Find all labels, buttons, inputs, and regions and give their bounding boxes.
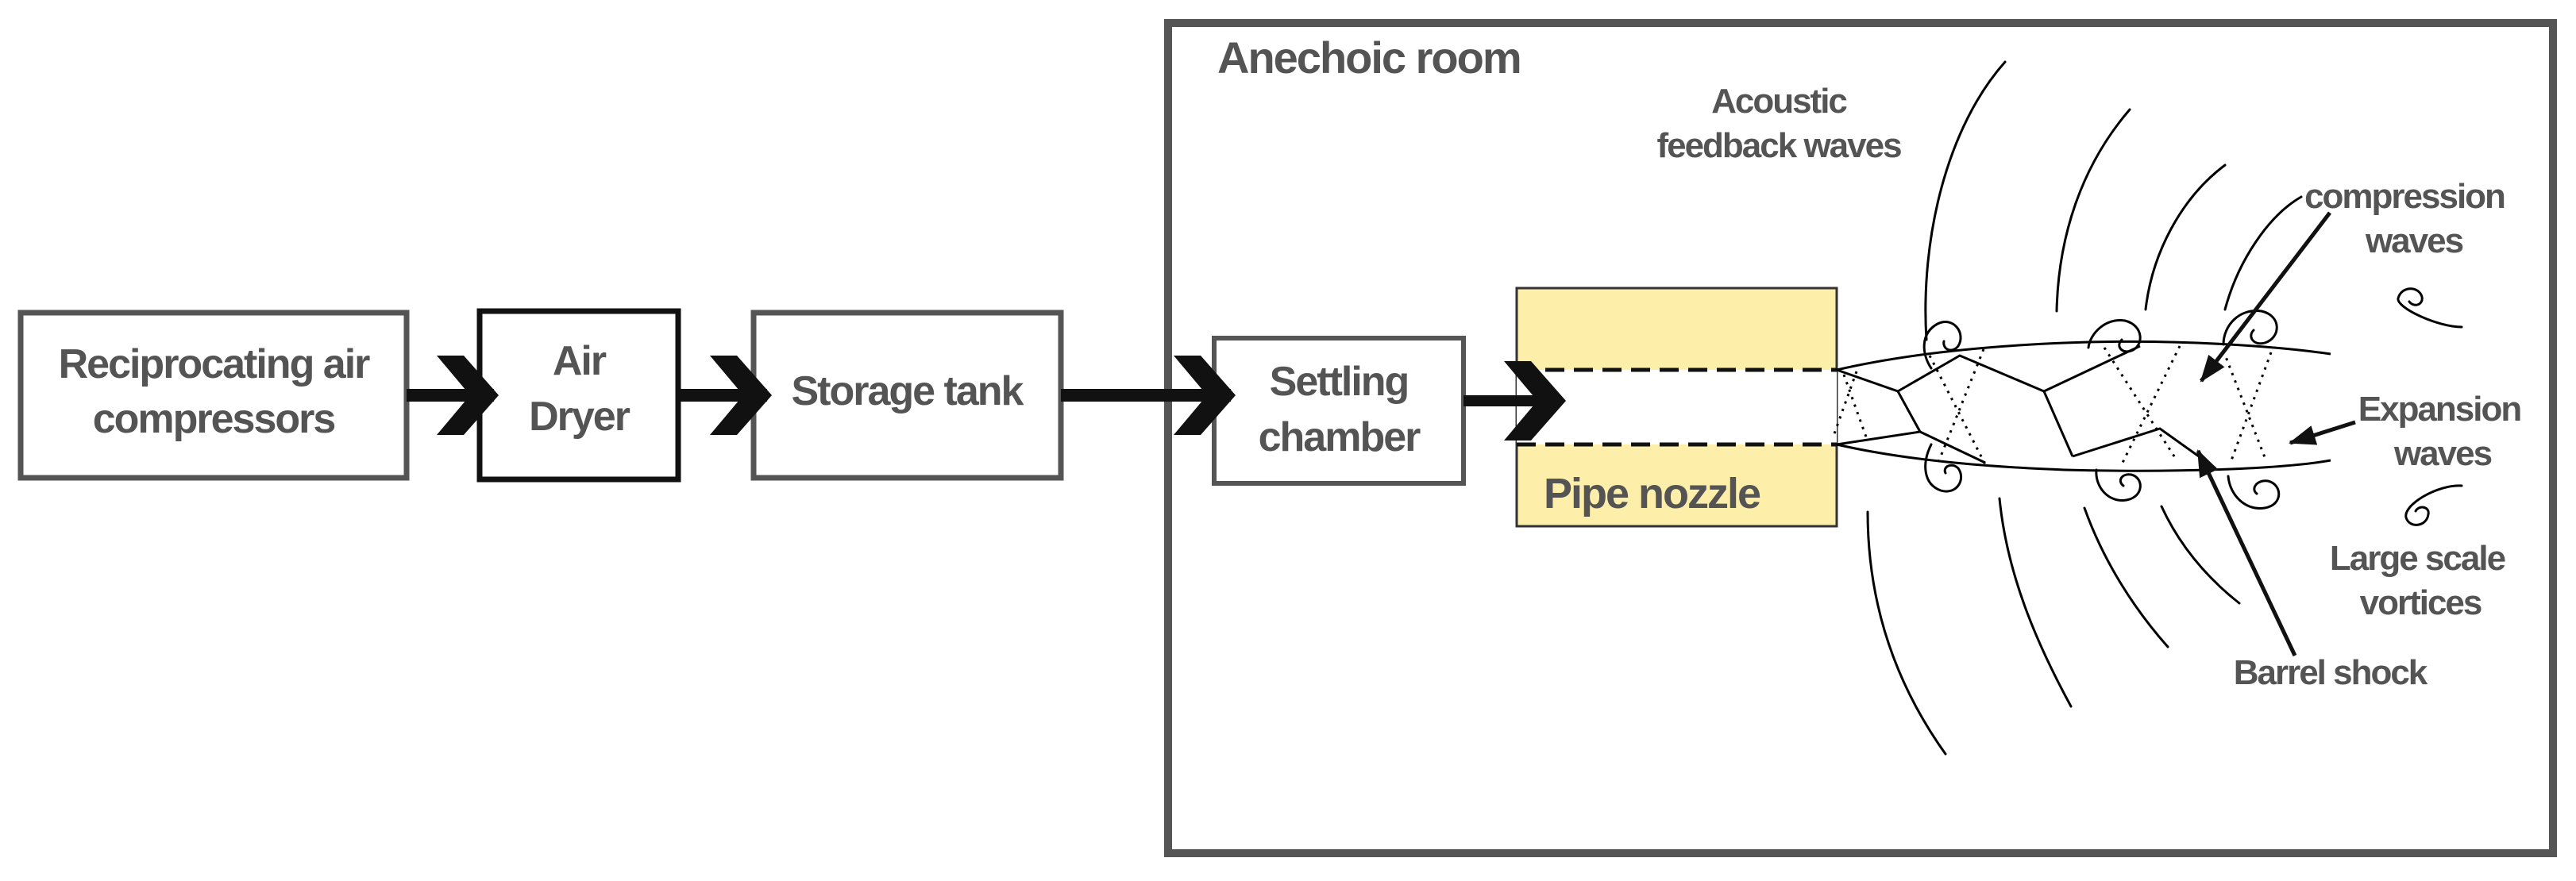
- barrel-shock-label: Barrel shock: [2234, 653, 2428, 692]
- air-dryer-box: Air Dryer: [476, 308, 681, 483]
- compressors-label-line-1: Reciprocating air: [59, 341, 371, 387]
- air-dryer-label-line-2: Dryer: [529, 394, 631, 440]
- expansion-waves-label-line-2: waves: [2393, 434, 2492, 473]
- expansion-waves-label-line-1: Expansion: [2358, 390, 2521, 429]
- expansion-waves-pointer: [2288, 420, 2356, 445]
- acoustic-feedback-label-line-2: feedback waves: [1656, 126, 1901, 165]
- acoustic-feedback-waves: [1866, 60, 2303, 756]
- compression-waves-label-line-2: waves: [2365, 221, 2463, 260]
- anechoic-room-title: Anechoic room: [1217, 33, 1521, 83]
- large-scale-vortices-label-line-1: Large scale: [2330, 539, 2505, 578]
- storage-tank-label: Storage tank: [792, 368, 1024, 414]
- compression-waves-label-line-1: compression: [2304, 177, 2505, 216]
- jet-shear-layer: [1836, 340, 2331, 472]
- shock-cells: [1836, 344, 2216, 470]
- storage-tank-box: Storage tank: [750, 310, 1064, 481]
- pipe-nozzle-label: Pipe nozzle: [1544, 470, 1760, 517]
- pipe-nozzle: Pipe nozzle: [1515, 287, 1838, 528]
- compression-waves-pointer: [2200, 211, 2331, 383]
- compressors-label-line-2: compressors: [93, 396, 335, 442]
- large-scale-vortices: [1922, 287, 2463, 526]
- large-scale-vortices-label-line-2: vortices: [2360, 583, 2482, 622]
- barrel-shock-pointer: [2196, 449, 2297, 657]
- settling-chamber-label-line-1: Settling: [1270, 359, 1409, 405]
- expansion-wave-lines: [1831, 345, 2273, 465]
- anechoic-room: [1164, 19, 2557, 857]
- air-dryer-label-line-1: Air: [553, 338, 607, 384]
- acoustic-feedback-label-line-1: Acoustic: [1711, 82, 1847, 121]
- settling-chamber-box: Settling chamber: [1212, 336, 1466, 486]
- compressors-box: Reciprocating air compressors: [17, 310, 410, 481]
- settling-chamber-label-line-2: chamber: [1259, 414, 1421, 460]
